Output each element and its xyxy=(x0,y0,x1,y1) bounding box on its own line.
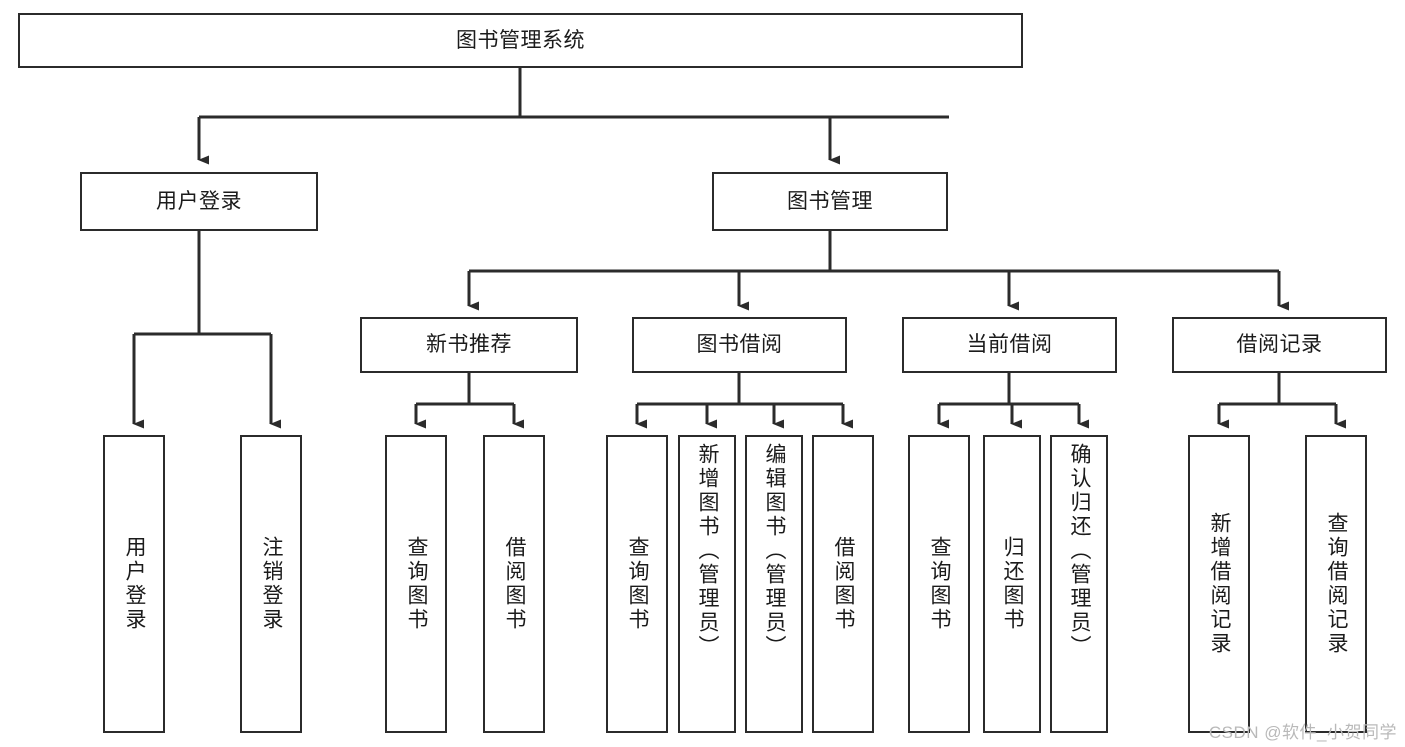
node-leaf-borrow-book-1-label: 借阅图书 xyxy=(503,536,527,632)
node-leaf-user-login-label: 用户登录 xyxy=(123,536,147,632)
node-root[interactable]: 图书管理系统 xyxy=(18,13,1023,68)
node-book-manage[interactable]: 图书管理 xyxy=(712,172,948,231)
node-leaf-return-book-label: 归还图书 xyxy=(1001,536,1025,632)
watermark-text: CSDN @软件_小贺同学 xyxy=(1208,723,1397,742)
node-leaf-query-record-label: 查询借阅记录 xyxy=(1325,512,1349,656)
node-leaf-query-book-3[interactable]: 查询图书 xyxy=(908,435,970,733)
node-current-borrow[interactable]: 当前借阅 xyxy=(902,317,1117,373)
node-leaf-add-record[interactable]: 新增借阅记录 xyxy=(1188,435,1250,733)
node-leaf-query-book-2[interactable]: 查询图书 xyxy=(606,435,668,733)
node-leaf-borrow-book-2-label: 借阅图书 xyxy=(832,536,856,632)
node-leaf-confirm-return[interactable]: 确认归还（管理员） xyxy=(1050,435,1108,733)
node-root-label: 图书管理系统 xyxy=(456,28,585,52)
node-leaf-query-book-1-label: 查询图书 xyxy=(405,536,429,632)
node-leaf-add-record-label: 新增借阅记录 xyxy=(1208,512,1232,656)
node-leaf-query-record[interactable]: 查询借阅记录 xyxy=(1305,435,1367,733)
node-leaf-add-book-label: 新增图书（管理员） xyxy=(696,443,720,659)
node-book-borrow[interactable]: 图书借阅 xyxy=(632,317,847,373)
node-user-login-label: 用户登录 xyxy=(156,189,242,213)
node-new-book-rec-label: 新书推荐 xyxy=(426,333,512,357)
node-leaf-borrow-book-2[interactable]: 借阅图书 xyxy=(812,435,874,733)
node-leaf-edit-book-label: 编辑图书（管理员） xyxy=(763,443,787,659)
node-current-borrow-label: 当前借阅 xyxy=(966,333,1053,357)
node-leaf-query-book-2-label: 查询图书 xyxy=(626,536,650,632)
node-leaf-borrow-book-1[interactable]: 借阅图书 xyxy=(483,435,545,733)
node-leaf-confirm-return-label: 确认归还（管理员） xyxy=(1068,443,1092,659)
node-leaf-add-book[interactable]: 新增图书（管理员） xyxy=(678,435,736,733)
node-book-borrow-label: 图书借阅 xyxy=(696,333,783,357)
node-book-manage-label: 图书管理 xyxy=(787,189,873,213)
node-leaf-query-book-3-label: 查询图书 xyxy=(928,536,952,632)
node-leaf-logout-label: 注销登录 xyxy=(260,536,284,632)
node-leaf-query-book-1[interactable]: 查询图书 xyxy=(385,435,447,733)
node-borrow-record-label: 借阅记录 xyxy=(1236,333,1323,357)
node-user-login[interactable]: 用户登录 xyxy=(80,172,318,231)
node-borrow-record[interactable]: 借阅记录 xyxy=(1172,317,1387,373)
node-new-book-rec[interactable]: 新书推荐 xyxy=(360,317,578,373)
node-leaf-return-book[interactable]: 归还图书 xyxy=(983,435,1041,733)
node-leaf-user-login[interactable]: 用户登录 xyxy=(103,435,165,733)
node-leaf-edit-book[interactable]: 编辑图书（管理员） xyxy=(745,435,803,733)
node-leaf-logout[interactable]: 注销登录 xyxy=(240,435,302,733)
